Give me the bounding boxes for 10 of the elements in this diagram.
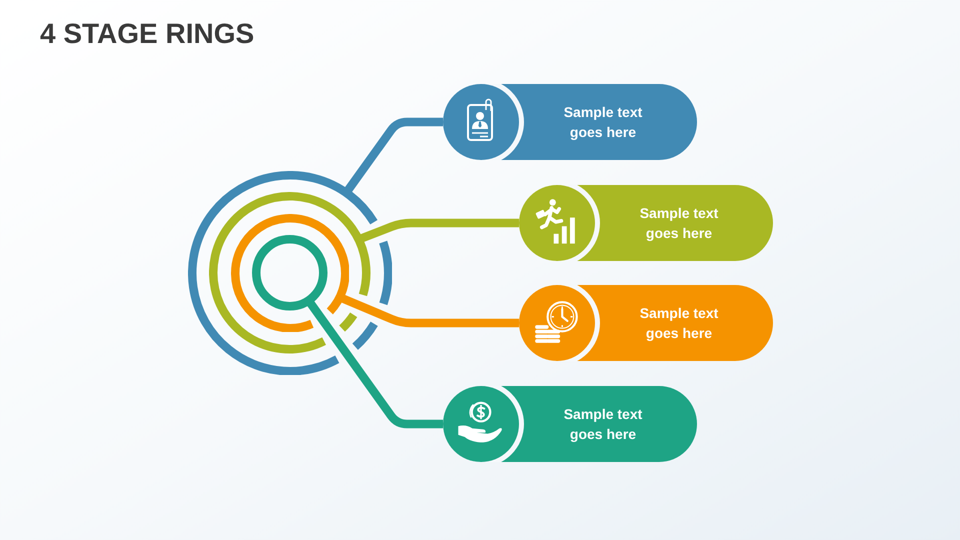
ring [230, 214, 350, 332]
card-text: Sample text goes here [638, 204, 720, 243]
ring [209, 192, 371, 354]
title: 4 STAGE RINGS [40, 17, 254, 51]
card-text: Sample text goes here [562, 103, 644, 142]
card-text: Sample text goes here [638, 304, 720, 343]
ring [252, 235, 328, 311]
card-text: Sample text goes here [562, 405, 644, 444]
ring [188, 170, 392, 376]
connector-line [305, 298, 443, 428]
